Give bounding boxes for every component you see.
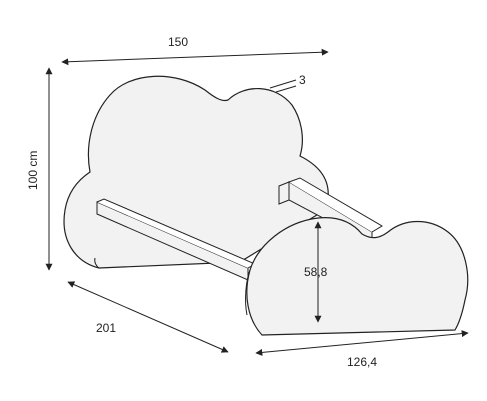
dim-label-length: 201 [96, 321, 116, 335]
dim-leader-thickness [269, 79, 297, 89]
dim-label-front-width: 126,4 [347, 355, 377, 369]
side-rail-right-top [288, 177, 383, 233]
dim-label-top-width: 150 [168, 35, 188, 49]
dim-line-front-width [255, 330, 469, 356]
dim-line-length [67, 281, 229, 353]
footboard-edge [245, 269, 251, 316]
headboard-edge [94, 257, 100, 269]
dim-label-thickness: 3 [299, 73, 306, 87]
dim-line-top-width [61, 48, 329, 66]
footboard-cloud [246, 217, 469, 336]
dim-label-height: 100 cm [26, 151, 40, 190]
rail-bracket [278, 181, 290, 205]
dim-label-inner-height: 58,8 [304, 265, 328, 279]
dim-leader-thickness-2 [275, 85, 297, 93]
